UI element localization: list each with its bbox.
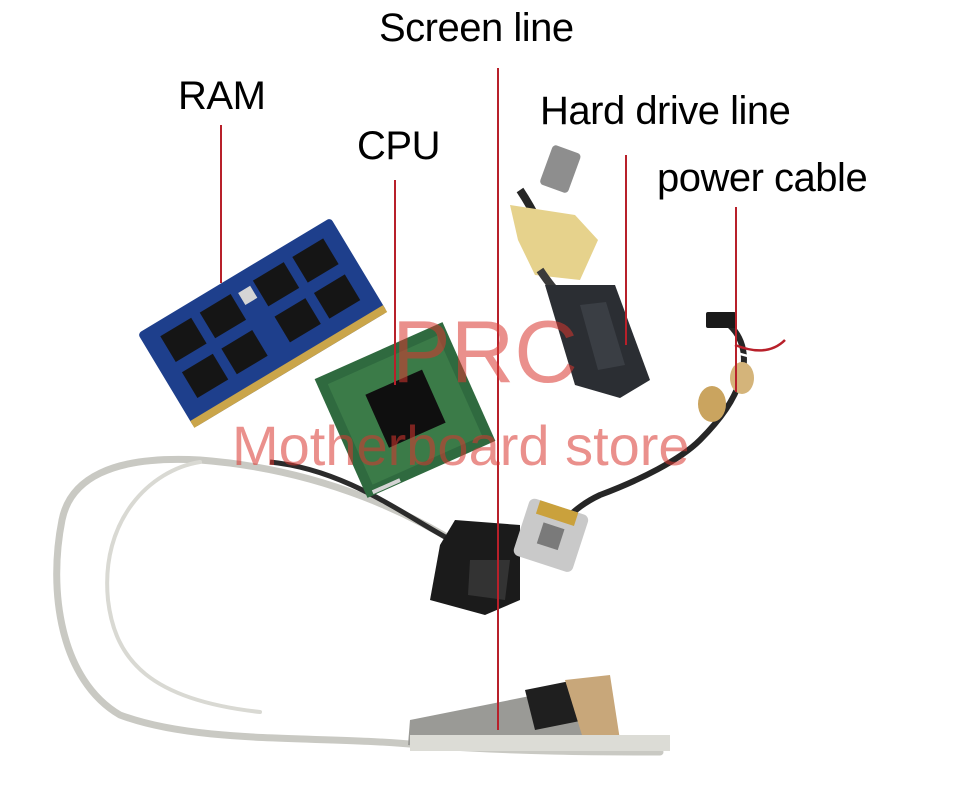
leader-line-screen [497,68,499,730]
watermark-line2: Motherboard store [232,414,690,477]
leader-line-ram [220,125,222,283]
hdd-cable [510,145,650,398]
screen-cable-inner [105,460,262,714]
label-cpu: CPU [357,124,440,168]
power-cable-assembly [513,312,786,572]
watermark-line1: PRC [392,302,578,401]
tape [565,675,620,745]
label-ram: RAM [178,74,266,118]
screen-black-wire [269,459,462,548]
label-hard-drive-line: Hard drive line [540,89,791,133]
leader-line-hdd [625,155,627,345]
cpu-chip [314,322,496,498]
label-screen-line: Screen line [379,6,574,50]
leader-line-cpu [394,180,396,385]
label-power-cable: power cable [657,156,868,200]
ram-module [139,219,388,428]
leader-line-power [735,207,737,392]
